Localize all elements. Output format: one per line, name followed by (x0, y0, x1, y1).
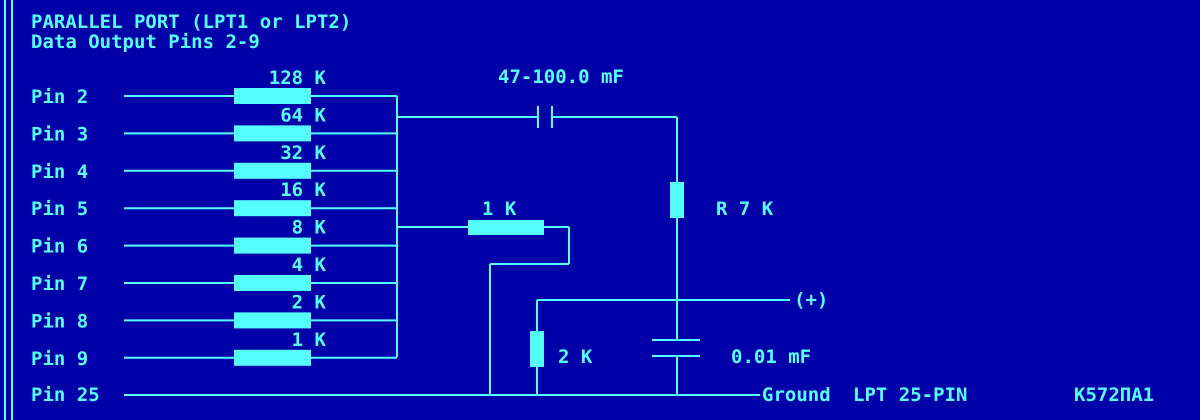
pin-resistor (234, 125, 311, 142)
pin-rows: Pin 2 128 K Pin 3 64 K Pin 4 32 K Pin 5 16 K Pin… (31, 67, 397, 370)
pin-label: Pin 3 (31, 123, 88, 145)
pin-label: Pin 8 (31, 310, 88, 332)
pin-label: Pin 7 (31, 273, 88, 295)
resistor-r7 (670, 182, 684, 218)
pin-resistor-label: 32 K (280, 142, 326, 164)
pin-25-label: Pin 25 (31, 384, 100, 406)
pin-resistor-label: 64 K (280, 104, 326, 126)
resistor-2k-label: 2 K (558, 346, 593, 368)
resistor-2k (530, 331, 544, 367)
resistor-1k-label: 1 K (482, 198, 517, 220)
title-line-1: PARALLEL PORT (LPT1 or LPT2) (31, 11, 351, 33)
pin-resistor (234, 162, 311, 179)
pin-resistor (234, 349, 311, 366)
cap-top-label: 47-100.0 mF (498, 66, 624, 88)
pin-resistor (234, 200, 311, 217)
pin-label: Pin 6 (31, 236, 88, 258)
ground-label: Ground (762, 384, 831, 406)
pin-resistor (234, 312, 311, 329)
pin-label: Pin 4 (31, 161, 88, 183)
pin-label: Pin 2 (31, 86, 88, 108)
plus-label: (+) (794, 289, 828, 311)
title-line-2: Data Output Pins 2-9 (31, 31, 260, 53)
cap-small-label: 0.01 mF (731, 346, 811, 368)
resistor-r7-label: R 7 K (716, 198, 774, 220)
resistor-1k (468, 220, 544, 235)
pin-resistor-label: 16 K (280, 179, 326, 201)
pin-resistor-label: 128 K (269, 67, 327, 89)
pin-label: Pin 5 (31, 198, 88, 220)
chip-label: K572ПА1 (1074, 384, 1154, 406)
pin-resistor (234, 88, 311, 104)
connector-label: LPT 25-PIN (853, 384, 967, 406)
pin-resistor-label: 2 K (292, 291, 327, 313)
pin-resistor (234, 237, 311, 254)
pin-label: Pin 9 (31, 348, 88, 370)
pin-resistor-label: 8 K (292, 217, 327, 239)
pin-resistor-label: 1 K (292, 329, 327, 351)
pin-resistor-label: 4 K (292, 254, 327, 276)
pin-resistor (234, 275, 311, 291)
